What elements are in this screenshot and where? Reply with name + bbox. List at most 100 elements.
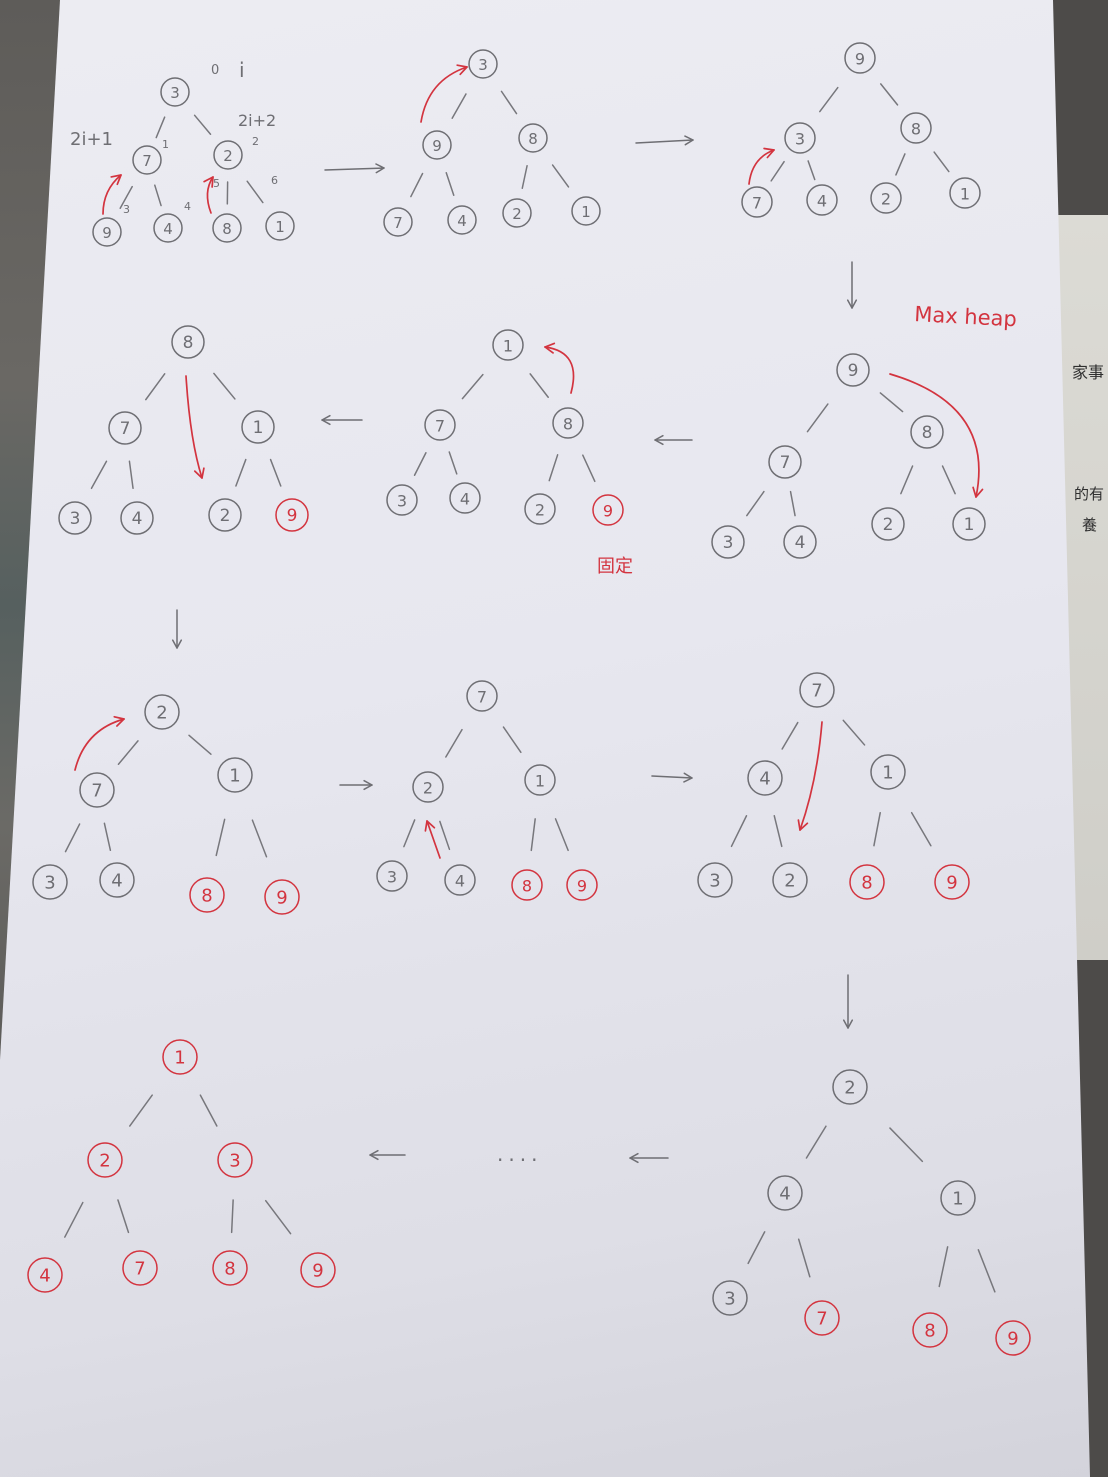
node-value: 1 — [503, 337, 513, 356]
node-circle — [697, 862, 733, 898]
node-circle — [571, 196, 601, 226]
tree-edge — [873, 811, 881, 847]
tree-node: 2 — [832, 1069, 868, 1105]
tree-node: 9 — [275, 498, 309, 532]
tree-edge — [554, 818, 569, 852]
node-value: 2 — [535, 501, 545, 520]
node-value: 8 — [183, 333, 194, 353]
tree-node: 7 — [466, 680, 498, 712]
arrow-shaft — [74, 718, 125, 771]
node-circle — [566, 869, 598, 901]
node-circle — [806, 184, 838, 216]
tree-node: 2 — [412, 771, 444, 803]
background-text: 養 — [1082, 516, 1097, 534]
tree-node: 1 — [940, 1180, 976, 1216]
node-circle — [300, 1252, 336, 1288]
tree-node: 4 — [120, 501, 154, 535]
node-value: 7 — [120, 419, 131, 439]
tree-node: 8 — [910, 415, 944, 449]
node-value: 4 — [779, 1184, 790, 1205]
node-value: 3 — [397, 492, 407, 511]
tree-node: 8 — [212, 1250, 248, 1286]
node-value: 8 — [563, 415, 573, 434]
tree-node: 1 — [949, 177, 981, 209]
tree-edge — [910, 811, 932, 847]
tree-edge — [879, 83, 899, 106]
tree-node: 3 — [376, 860, 408, 892]
node-value: 9 — [855, 50, 865, 69]
tree-node: 2 — [870, 182, 902, 214]
node-circle — [592, 494, 624, 526]
node-value: 7 — [780, 453, 791, 473]
tree-edge — [246, 180, 264, 204]
node-circle — [711, 525, 745, 559]
node-circle — [466, 680, 498, 712]
tree-node: 7 — [383, 207, 413, 237]
tree-node: 2 — [213, 140, 243, 170]
swap-arrow — [102, 174, 122, 215]
tree-node: 3 — [160, 77, 190, 107]
node-circle — [153, 213, 183, 243]
node-circle — [58, 501, 92, 535]
tree-edge — [548, 454, 559, 482]
arrow-shaft — [635, 139, 694, 144]
node-value: 1 — [960, 185, 970, 204]
node-circle — [804, 1300, 840, 1336]
node-circle — [995, 1320, 1031, 1356]
tree-edge — [403, 819, 416, 848]
index-zero-label: 0 — [211, 63, 219, 78]
tree-node: 1 — [571, 196, 601, 226]
tree-edge — [889, 1127, 924, 1163]
node-value: 1 — [952, 1189, 963, 1210]
node-value: 3 — [709, 871, 720, 892]
node-circle — [836, 353, 870, 387]
arrowhead — [654, 434, 664, 446]
tree-node: 7 — [108, 411, 142, 445]
tree-edge — [747, 1231, 766, 1265]
arrow-down — [171, 609, 183, 649]
node-value: 7 — [477, 688, 487, 707]
arrowhead — [544, 342, 556, 354]
tree-node: 2 — [87, 1142, 123, 1178]
tree-node: 1 — [265, 211, 295, 241]
node-circle — [217, 757, 253, 793]
tree-edge — [746, 490, 765, 517]
tree-node: 8 — [912, 1312, 948, 1348]
tree-node: 3 — [32, 864, 68, 900]
node-circle — [212, 1250, 248, 1286]
tree-edge — [933, 151, 950, 173]
node-circle — [449, 482, 481, 514]
tree-node: 8 — [212, 213, 242, 243]
node-value: 3 — [723, 533, 734, 553]
tree-node: 3 — [217, 1142, 253, 1178]
node-circle — [524, 493, 556, 525]
arrows-layer — [74, 64, 984, 1164]
tree-edge — [807, 160, 816, 181]
tree-node: 7 — [79, 772, 115, 808]
tree-node: 2 — [871, 507, 905, 541]
tree-edge — [551, 164, 570, 188]
tree-edge — [117, 1199, 130, 1234]
node-circle — [910, 415, 944, 449]
tree-node: 4 — [783, 525, 817, 559]
tree-edge — [64, 1201, 84, 1238]
tree-node: 1 — [217, 757, 253, 793]
node-value: 2 — [784, 871, 795, 892]
node-value: 7 — [811, 681, 822, 702]
node-circle — [264, 879, 300, 915]
node-value: 3 — [170, 84, 180, 102]
tree-node: 3 — [58, 501, 92, 535]
node-value: 8 — [222, 220, 232, 238]
node-circle — [844, 42, 876, 74]
node-value: 9 — [603, 502, 613, 521]
tree-node: 3 — [784, 122, 816, 154]
node-circle — [900, 112, 932, 144]
tree-edge — [941, 465, 956, 495]
node-circle — [208, 498, 242, 532]
tree-node: 4 — [747, 760, 783, 796]
arrowhead — [203, 176, 214, 188]
node-circle — [265, 211, 295, 241]
tree-edge — [264, 1199, 292, 1235]
